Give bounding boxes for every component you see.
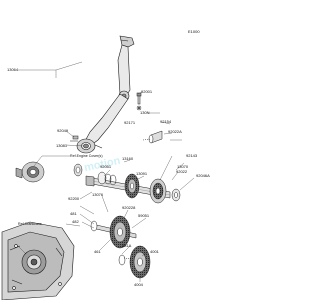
part-label-461: 461	[94, 249, 101, 254]
part-label-59051: 59051	[138, 213, 150, 218]
part-label-482: 482	[72, 219, 79, 224]
part-label-920228: 920228	[122, 205, 136, 210]
lever-clip	[70, 135, 79, 142]
part-label-92143: 92143	[186, 153, 198, 158]
part-label-4001: 4001	[150, 249, 159, 254]
part-label-130N: 130N	[140, 110, 150, 115]
seal-washer	[142, 130, 163, 144]
part-label-92200: 92200	[68, 196, 80, 201]
part-label-92022A: 92022A	[168, 129, 182, 134]
part-label-92001: 92001	[141, 89, 153, 94]
diagram-code: E1000	[188, 29, 200, 34]
exploded-view-drawing: motion	[1, 35, 195, 300]
part-label-92022: 92022	[176, 169, 188, 174]
part-label-13081: 13081	[56, 143, 68, 148]
ratchet-gear	[149, 178, 167, 204]
part-label-92171: 92171	[124, 120, 136, 125]
end-collar	[171, 188, 181, 202]
part-label-13064: 13064	[7, 67, 19, 72]
engine-cover-seal	[15, 161, 45, 183]
leader-lines	[17, 61, 195, 282]
part-label-92046A: 92046A	[196, 173, 210, 178]
return-spring	[97, 171, 117, 186]
part-label-481A: 481A	[122, 243, 132, 248]
part-label-92051: 92051	[100, 164, 112, 169]
shaft-seal	[73, 163, 83, 177]
part-label-481: 481	[70, 211, 77, 216]
parts-diagram: motion	[1, 29, 210, 300]
part-label-92049: 92049	[57, 128, 69, 133]
crankcase-housing	[1, 221, 75, 300]
kick-gear	[124, 173, 140, 199]
part-label-13091: 13091	[136, 171, 148, 176]
part-label-13070: 13070	[177, 164, 189, 169]
ref-crankcase: Ref.Crankcase	[18, 222, 42, 226]
kick-lever	[76, 35, 135, 154]
ref-engine-cover: Ref.Engine Cover(s)	[70, 154, 103, 158]
part-label-13076: 13076	[92, 192, 104, 197]
part-label-92154: 92154	[160, 119, 172, 124]
lower-idle-gear	[118, 245, 151, 279]
pivot-bolt	[136, 92, 142, 111]
part-label-4004: 4004	[134, 282, 143, 287]
idle-gear-assembly	[90, 215, 137, 249]
part-label-13160: 13160	[122, 156, 134, 161]
